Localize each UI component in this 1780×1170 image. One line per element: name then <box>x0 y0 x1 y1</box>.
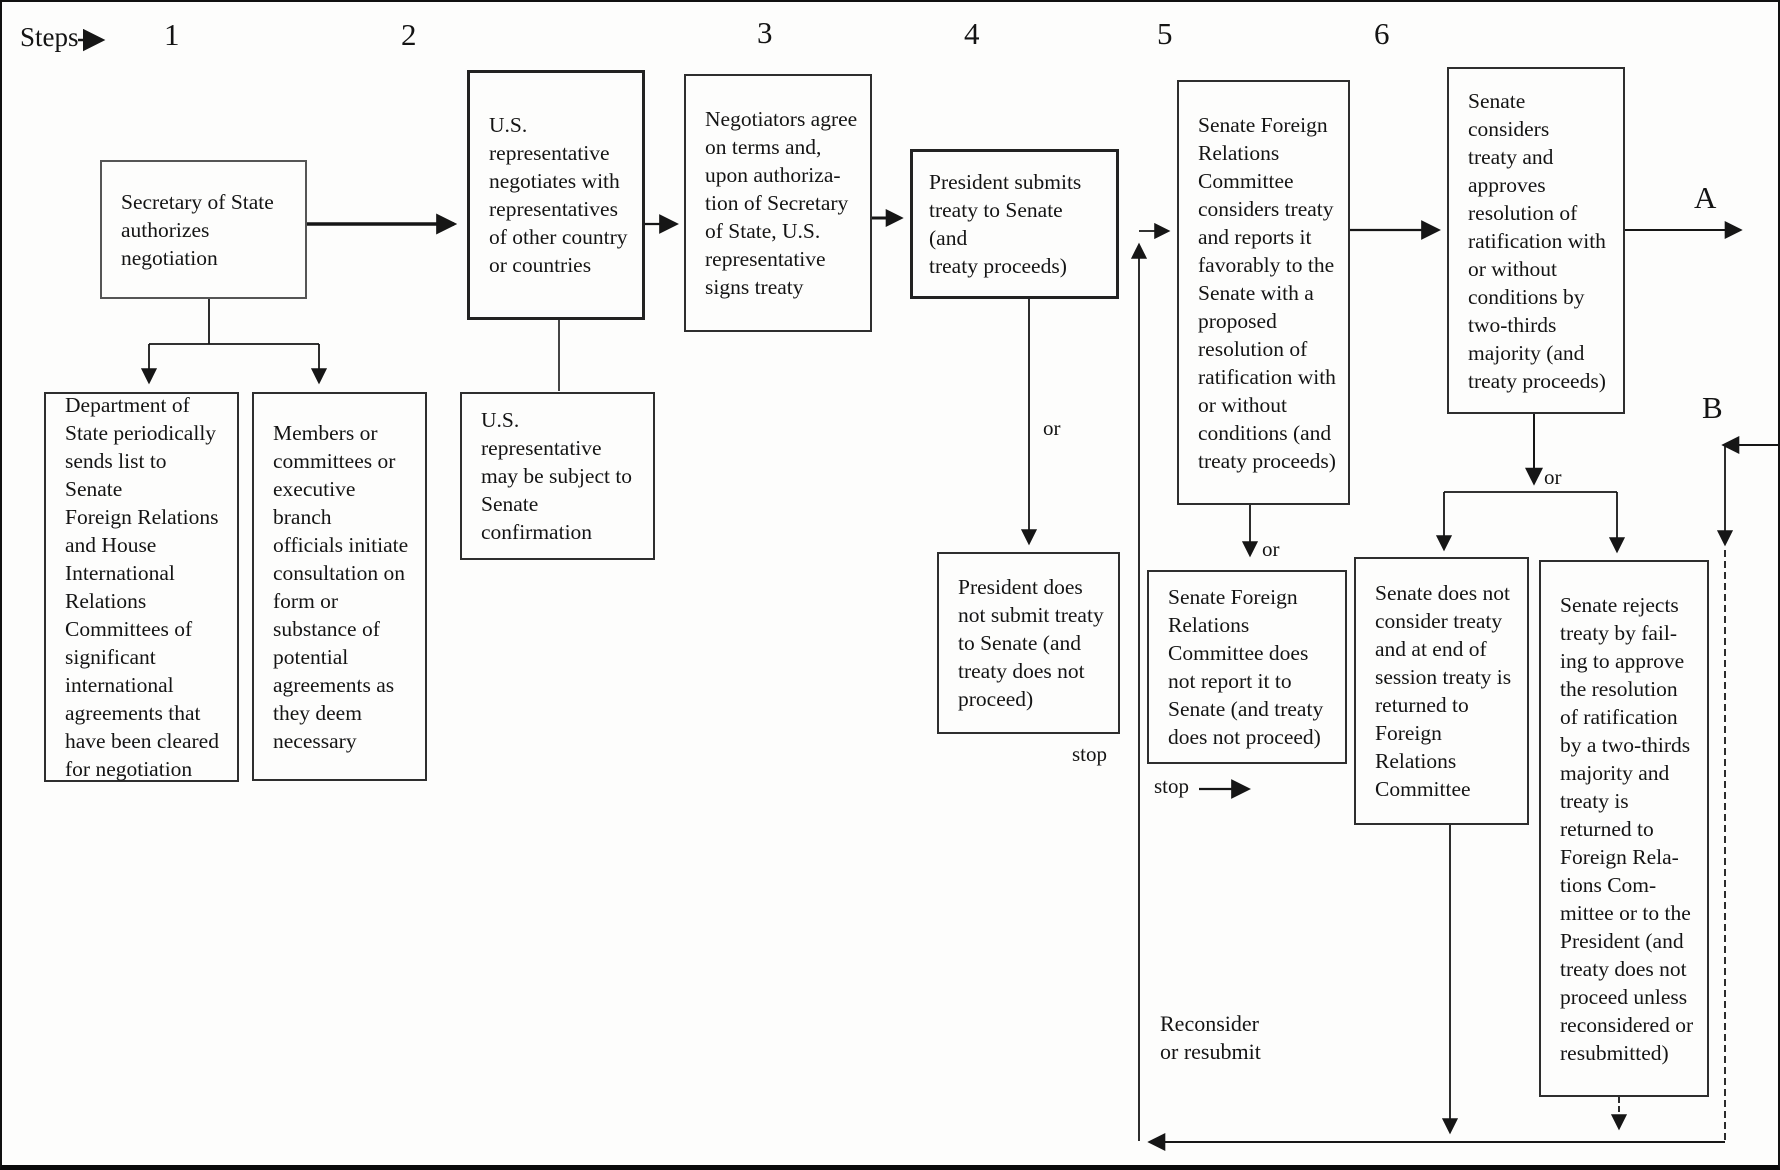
step-number-3: 3 <box>757 15 773 50</box>
box-senate-does-not-consider: Senate does not consider treaty and at e… <box>1354 557 1529 825</box>
label-b: B <box>1702 390 1723 425</box>
step-number-4: 4 <box>964 16 980 51</box>
step-number-6: 6 <box>1374 16 1390 51</box>
box-us-rep-negotiates: U.S. representative negotiates with repr… <box>467 70 645 320</box>
label-a: A <box>1694 180 1717 215</box>
box-senate-approves: Senate considers treaty and approves res… <box>1447 67 1625 414</box>
box-sfrc-does-not-report: Senate Foreign Relations Committee does … <box>1147 570 1347 764</box>
steps-label: Steps <box>20 22 79 52</box>
box-dept-of-state-list: Department of State periodically sends l… <box>44 392 239 782</box>
or-label-step4: or <box>1043 416 1061 440</box>
box-secretary-of-state: Secretary of State authorizes negotiatio… <box>100 160 307 299</box>
box-president-does-not-submit: President does not submit treaty to Sena… <box>937 552 1120 734</box>
step-number-1: 1 <box>164 17 180 52</box>
connector-box1-split <box>149 299 319 345</box>
box-negotiators-agree: Negotiators agree on terms and, upon aut… <box>684 74 872 332</box>
or-label-step5: or <box>1262 537 1280 561</box>
box-us-rep-confirmation: U.S. representative may be subject to Se… <box>460 392 655 560</box>
box-members-consultation: Members or committees or executive branc… <box>252 392 427 781</box>
or-label-step6: or <box>1544 465 1562 489</box>
step-number-2: 2 <box>401 17 417 52</box>
stop-label-step5: stop <box>1154 774 1190 798</box>
box-sfrc-considers: Senate Foreign Relations Committee consi… <box>1177 80 1350 505</box>
box-president-submits: President submits treaty to Senate (and … <box>910 149 1119 299</box>
box-senate-rejects: Senate rejects treaty by fail- ing to ap… <box>1539 560 1709 1097</box>
stop-label-step4: stop <box>1072 742 1108 766</box>
step-number-5: 5 <box>1157 16 1173 51</box>
reconsider-label: Reconsider or resubmit <box>1160 1011 1261 1064</box>
